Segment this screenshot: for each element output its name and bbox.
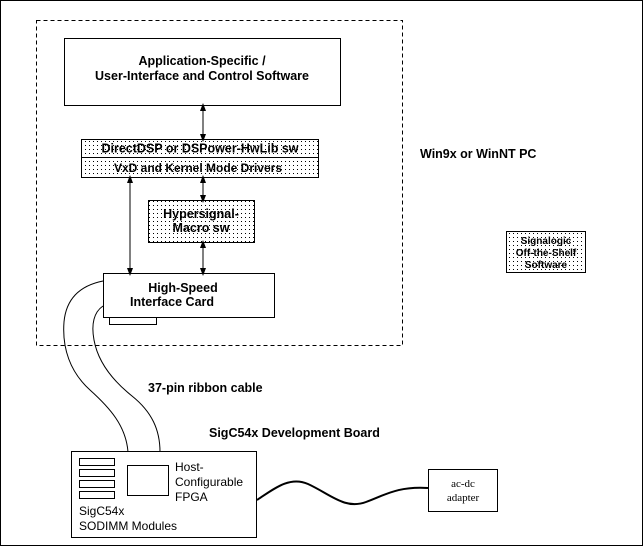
sodimm-line-2: SODIMM Modules [79,519,177,533]
sodimm-slot-2 [79,469,115,477]
sodimm-slot-3 [79,480,115,488]
fpga-line-2: Configurable [175,475,243,489]
legend-line-2: Off-the-Shelf [516,248,577,259]
legend-line-3: Software [525,260,568,271]
power-cable [256,480,429,506]
hypersignal-line-2: Macro sw [173,221,230,235]
legend-off-the-shelf-box: Signalogic Off-the-Shelf Software [506,231,586,273]
directdsp-box: DirectDSP or DSPower-HwLib sw [81,139,319,158]
hypersignal-line-1: Hypersignal- [163,207,239,221]
pc-boundary [36,20,403,346]
cable-label: 37-pin ribbon cable [148,381,263,395]
interface-card-line-1: High-Speed [148,281,217,295]
adapter-line-1: ac-dc [451,478,475,490]
application-line-1: Application-Specific / [138,54,266,68]
pc-label: Win9x or WinNT PC [420,147,536,161]
fpga-chip [127,465,169,496]
interface-card-line-2: Interface Card [130,295,214,309]
sodimm-line-1: SigC54x [79,504,124,518]
application-software-box: Application-Specific / User-Interface an… [64,38,341,106]
interface-card-connector [109,317,157,325]
board-label: SigC54x Development Board [209,426,380,440]
interface-card-box: High-Speed Interface Card [103,273,275,325]
adapter-line-2: adapter [447,492,480,504]
ribbon-cable-inner [92,305,161,453]
directdsp-label: DirectDSP or DSPower-HwLib sw [101,142,298,156]
fpga-line-3: FPGA [175,490,208,504]
ac-dc-adapter-box: ac-dc adapter [428,469,498,512]
vxd-drivers-box: VxD and Kernel Mode Drivers [81,157,319,178]
application-line-2: User-Interface and Control Software [95,69,309,83]
sodimm-slot-1 [79,458,115,466]
ribbon-cable-outer [63,280,129,453]
fpga-line-1: Host- [175,460,204,474]
vxd-label: VxD and Kernel Mode Drivers [114,161,282,175]
sodimm-slot-4 [79,491,115,499]
legend-line-1: Signalogic [521,236,572,247]
hypersignal-box: Hypersignal- Macro sw [148,200,255,243]
development-board-box: Host- Configurable FPGA SigC54x SODIMM M… [71,451,257,538]
